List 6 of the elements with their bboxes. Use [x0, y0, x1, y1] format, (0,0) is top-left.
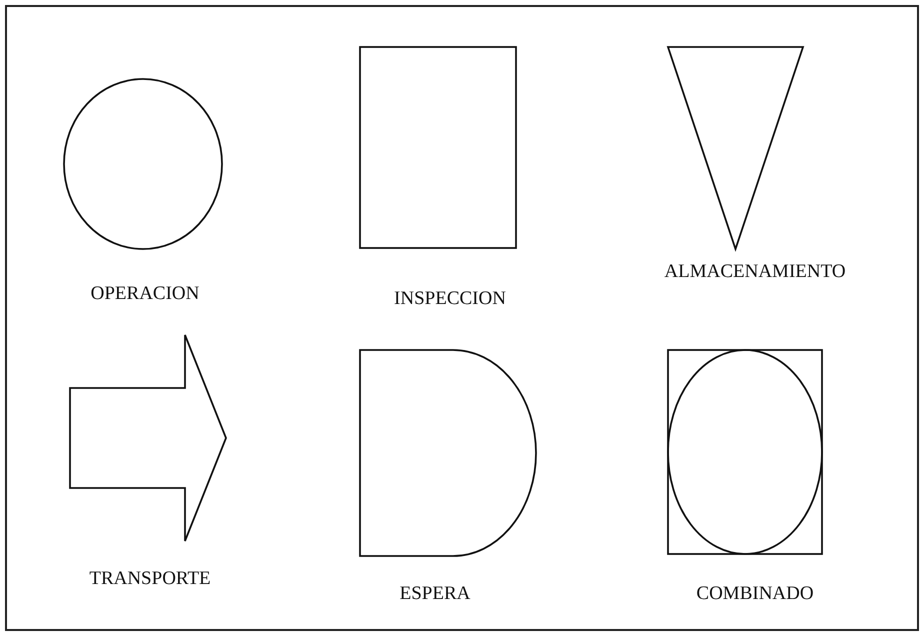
symbol-label: ESPERA — [400, 583, 470, 605]
symbol-label: INSPECCION — [394, 288, 506, 310]
symbol-label: TRANSPORTE — [89, 568, 211, 590]
symbol-label: ALMACENAMIENTO — [664, 261, 846, 283]
symbol-label: OPERACION — [90, 283, 200, 305]
symbol-label: COMBINADO — [696, 583, 814, 605]
